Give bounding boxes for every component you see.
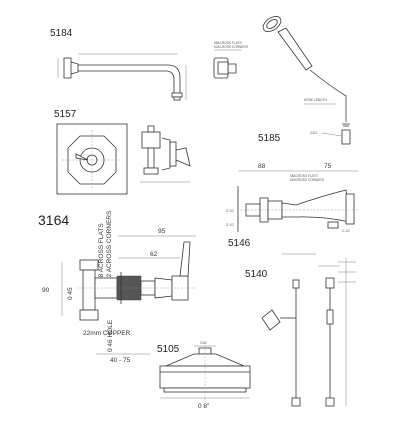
spout-dim-top-right: 75 — [324, 163, 332, 170]
product-code-5185: 5185 — [258, 133, 281, 144]
valve-side-top-port — [147, 125, 155, 133]
valve-across-corners-label: 62 ACROSS CORNERS — [106, 210, 113, 281]
valve-copper-label: 22mm COPPER — [83, 330, 131, 337]
arm-side-hex — [217, 61, 229, 75]
arm-outlet-thread — [173, 96, 181, 101]
product-code-5146: 5146 — [228, 238, 251, 249]
valve-handle-lever — [75, 153, 89, 161]
product-code-5105: 5105 — [157, 344, 180, 355]
spout-dim-bottom: G 1/2 — [342, 229, 350, 233]
valve-handle-lever — [179, 241, 191, 277]
spout-dim-left-b: G 1/2 — [226, 223, 234, 227]
hose-length-label: HOSE LENGTH — [304, 98, 328, 102]
drawing-5146-bath-spout: 5146 88 75 58ACROSS FLATS 62ACROSS CORNE… — [226, 163, 358, 249]
hose-thread-label: G1/2 — [310, 131, 317, 135]
product-code-5184: 5184 — [50, 28, 73, 39]
arm-tube-lower — [78, 70, 175, 93]
spout-diverter-outlet — [327, 221, 339, 229]
arm-outlet-nut — [171, 92, 183, 98]
rail-side-slider — [326, 309, 334, 325]
hand-shower-handle — [277, 27, 313, 71]
product-code-5157: 5157 — [54, 109, 77, 120]
product-code-5140: 5140 — [245, 269, 268, 280]
valve-dim-90: 90 — [42, 287, 50, 294]
drawing-5184-shower-arm: 5184 58ACROSS FLATS 62ACROSS CORNERS — [50, 28, 248, 101]
rail-side-top-bracket — [325, 277, 335, 289]
arm-across-flats-label: 58ACROSS FLATS — [214, 41, 242, 45]
drawing-5185-hand-shower: 5185 HOSE LENGTH G1/2 — [258, 16, 351, 145]
valve-side-body — [141, 131, 161, 149]
valve-side-cover — [161, 137, 171, 171]
valve-side-spindle — [147, 147, 155, 169]
valve-dim-045: 0 45 — [67, 287, 74, 300]
drawing-5105-shower-rose: 5105 G1/2 0 8" — [157, 341, 251, 410]
drawing-3164-thermostatic-valve: 3164 58 ACROSS FLATS 62 ACROSS CORNERS 9… — [38, 210, 196, 364]
valve-dim-62: 62 — [150, 251, 158, 258]
spout-dim-top-left: 88 — [258, 163, 266, 170]
valve-dim-95: 95 — [158, 228, 166, 235]
valve-top-inlet-nut — [79, 259, 99, 271]
hose-end-connector — [341, 129, 351, 145]
hand-shower-face — [266, 19, 278, 29]
valve-side-lever — [175, 147, 191, 167]
arm-tube-upper — [78, 64, 181, 93]
valve-side-bottom-nut — [143, 167, 159, 175]
valve-hole-label: 0 46 HOLE — [107, 319, 114, 352]
rose-thread-label: G1/2 — [200, 341, 207, 345]
product-code-3164: 3164 — [38, 212, 69, 228]
arm-wall-flange — [63, 57, 72, 79]
arm-side-stub — [228, 63, 237, 74]
spout-across-flats-label: 58ACROSS FLATS — [290, 174, 318, 178]
valve-span-label: 40 - 75 — [110, 357, 131, 364]
valve-side-flange — [169, 141, 177, 167]
arm-flange-cone — [70, 61, 79, 75]
arm-across-corners-label: 62ACROSS CORNERS — [214, 45, 248, 49]
valve-bottom-outlet-nut — [79, 309, 99, 321]
valve-vertical-body — [82, 269, 96, 311]
hose-break — [342, 123, 350, 127]
spout-outlet-cap — [345, 193, 355, 225]
rail-side-bottom-bracket — [325, 397, 335, 407]
rose-diameter-label: 0 8" — [198, 403, 210, 410]
spout-dim-left-a: G 1/2 — [226, 209, 234, 213]
hose-upper — [309, 69, 347, 122]
hose-thread-leader — [321, 132, 343, 137]
rail-slider-holder — [261, 309, 281, 331]
rail-bottom-bracket — [291, 397, 301, 407]
valve-across-flats-label: 58 ACROSS FLATS — [98, 223, 105, 281]
rail-top-bracket — [292, 279, 300, 289]
drawing-5157-concealed-valve: 5157 — [54, 109, 191, 195]
spout-across-corners-label: 62ACROSS CORNERS — [290, 178, 324, 182]
valve-plate-outline — [56, 123, 128, 195]
drawing-5140-riser-rail: 5140 — [245, 253, 356, 407]
spout-trumpet-body — [281, 189, 351, 223]
